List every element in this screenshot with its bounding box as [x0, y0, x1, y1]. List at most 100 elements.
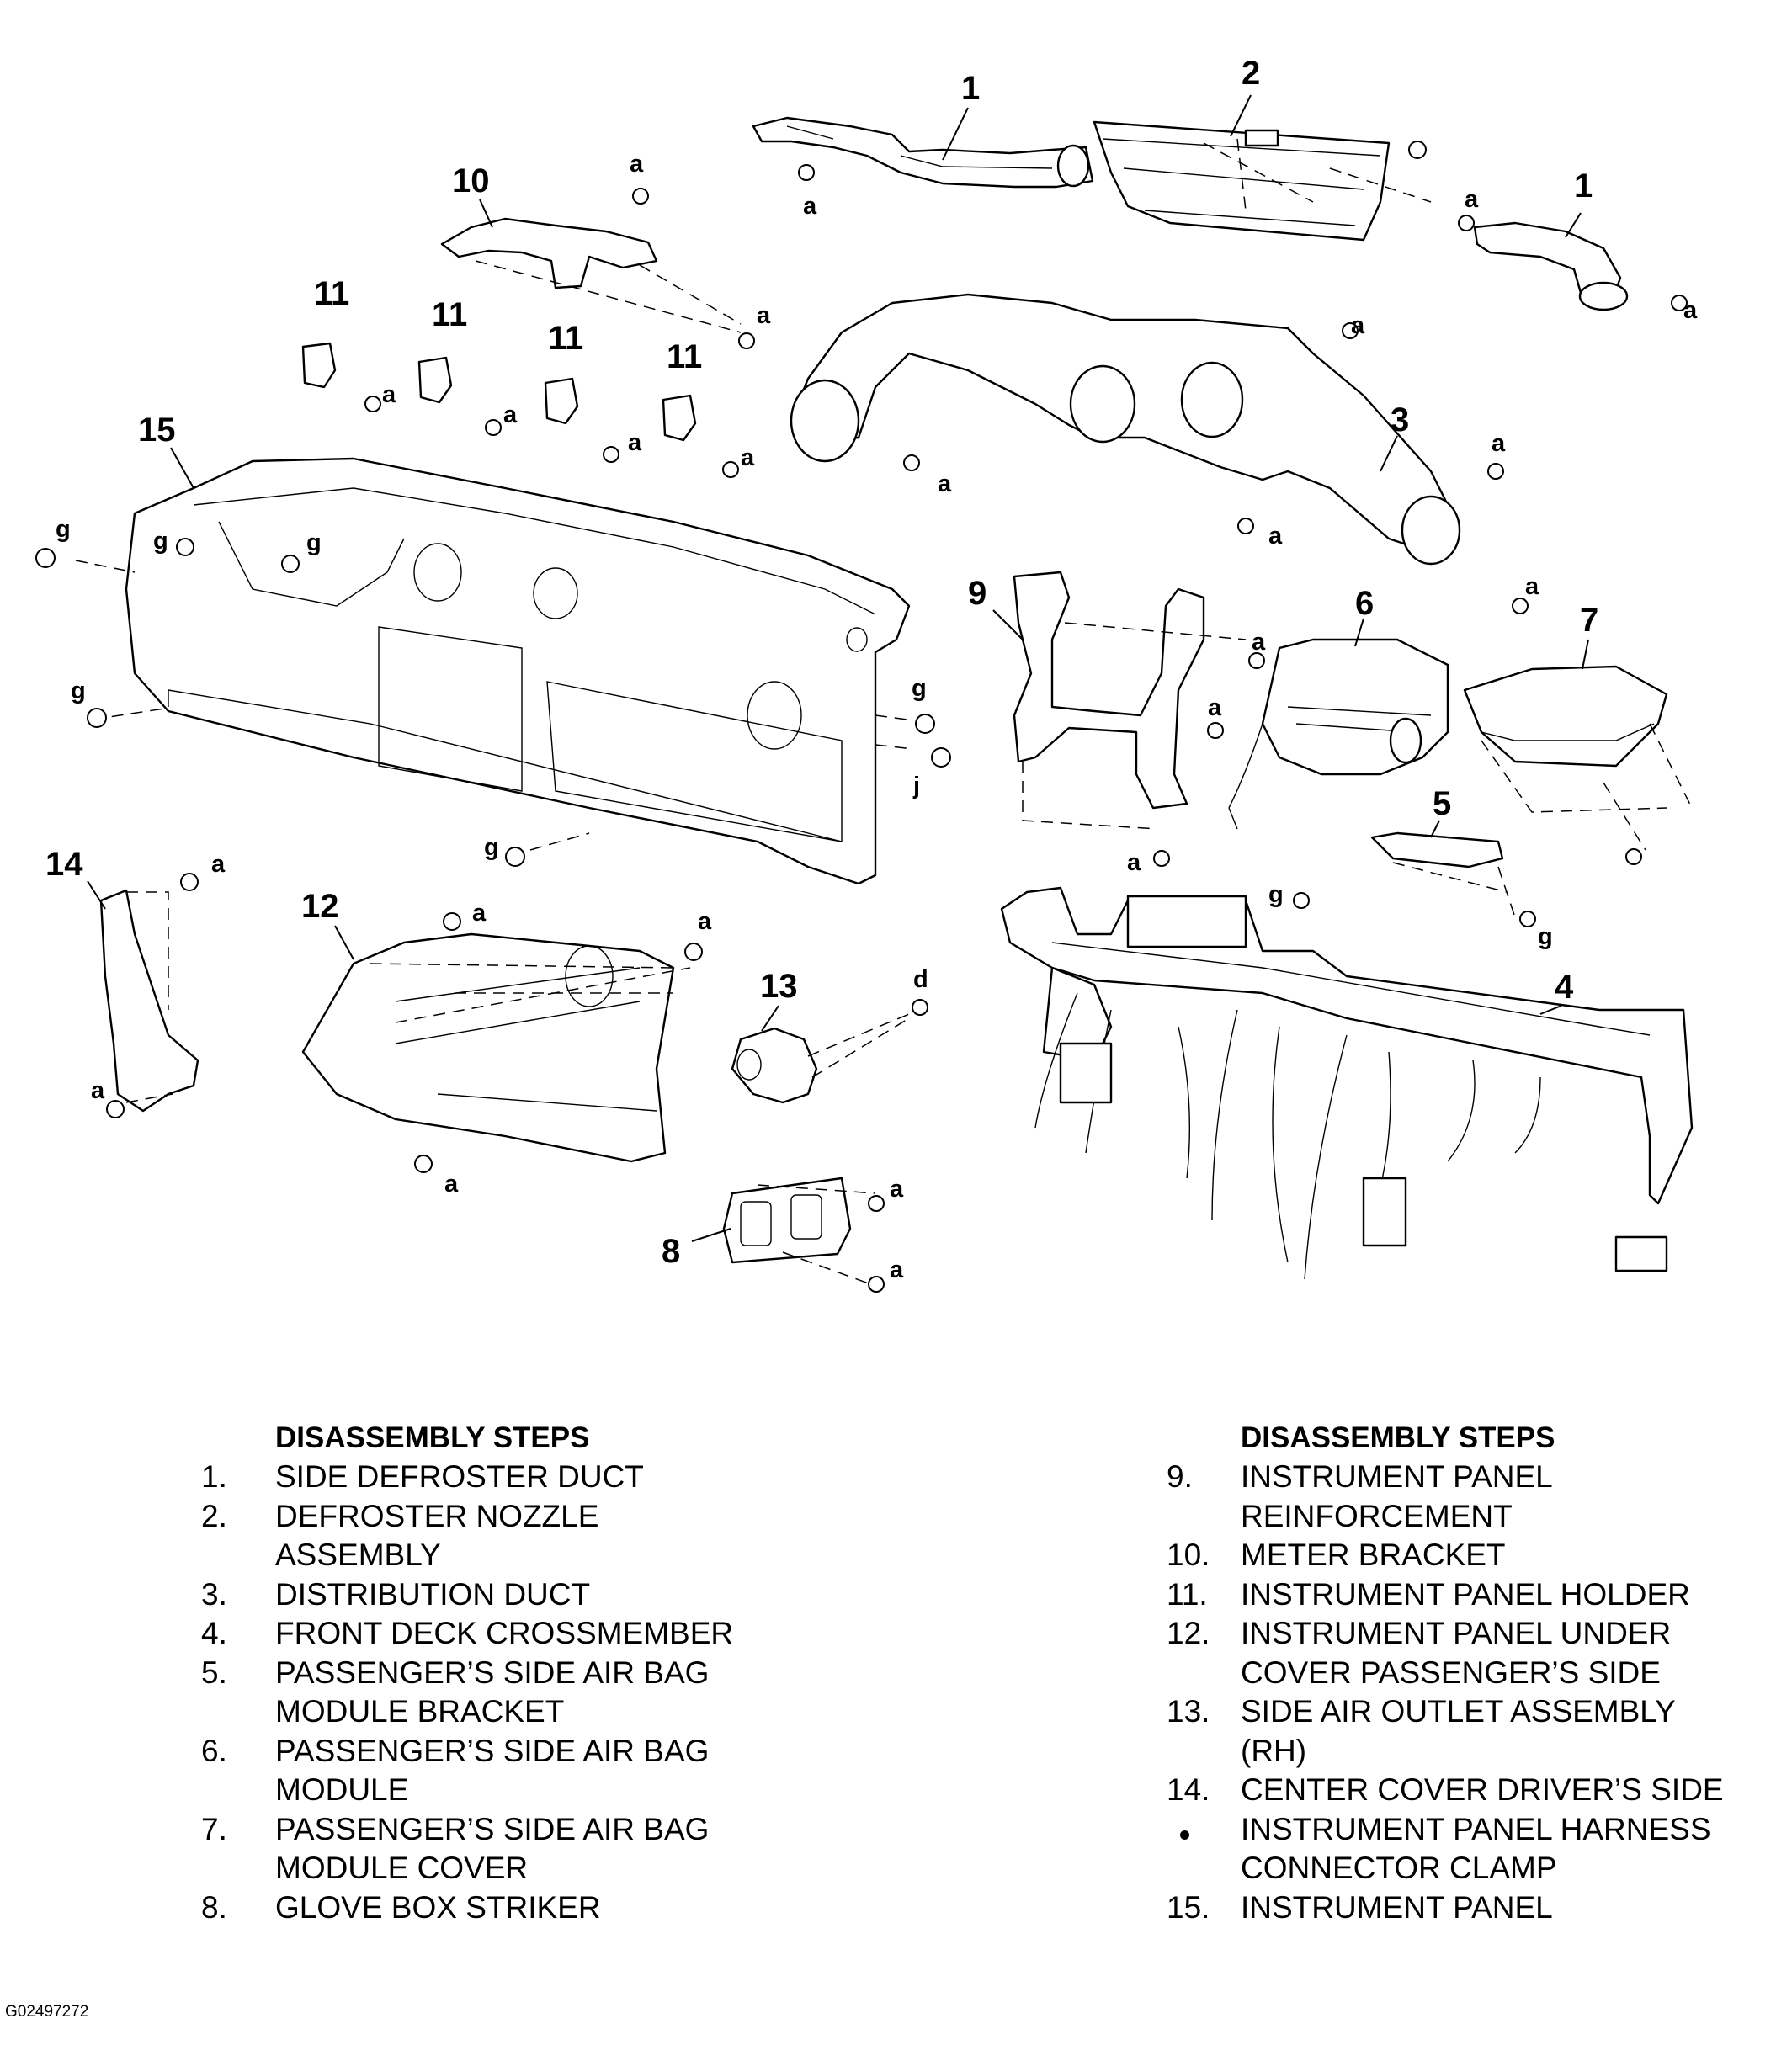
- fastener-label-a: a: [698, 908, 712, 935]
- step-13: 13. SIDE AIR OUTLET ASSEMBLY: [1167, 1694, 1676, 1729]
- fastener-label-a: a: [1268, 523, 1283, 550]
- fastener-label-a: a: [741, 444, 755, 471]
- fastener-label-a: a: [1492, 430, 1506, 457]
- step-6: 6. PASSENGER’S SIDE AIR BAG: [201, 1733, 710, 1768]
- step-7-line-2: MODULE COVER: [275, 1851, 529, 1885]
- fastener-label-a: a: [1351, 312, 1365, 339]
- step-bullet-line-2: CONNECTOR CLAMP: [1241, 1851, 1557, 1885]
- callout-14: 14: [45, 846, 83, 883]
- fastener-label-a: a: [1525, 573, 1539, 600]
- fastener-label-a: a: [628, 429, 642, 456]
- instrument-panel: [75, 457, 914, 885]
- fastener-label-a: a: [1465, 186, 1479, 213]
- glove-box-striker: [722, 1177, 876, 1287]
- step-13-line-2: (RH): [1241, 1733, 1307, 1768]
- step-6-line-2: MODULE: [275, 1772, 409, 1807]
- fastener-label-a: a: [1252, 629, 1266, 656]
- callout-11: 11: [314, 275, 349, 312]
- defroster-nozzle-assembly: [1093, 120, 1432, 242]
- fastener-bolts: [35, 141, 1688, 1293]
- step-4: 4. FRONT DECK CROSSMEMBER: [201, 1616, 734, 1650]
- callout-4: 4: [1555, 969, 1574, 1006]
- legend-heading: DISASSEMBLY STEPS: [1241, 1421, 1555, 1454]
- step-8: 8. GLOVE BOX STRIKER: [201, 1889, 601, 1925]
- callout-5: 5: [1433, 785, 1451, 822]
- fastener-label-a: a: [472, 900, 487, 927]
- step-14: 14. CENTER COVER DRIVER’S SIDE: [1167, 1772, 1724, 1807]
- callout-1: 1: [1574, 167, 1593, 204]
- callout-13: 13: [760, 968, 798, 1005]
- step-15: 15. INSTRUMENT PANEL: [1167, 1889, 1553, 1925]
- fastener-label-g: g: [1538, 923, 1553, 950]
- fastener-labels: a a a a a a a a a a a a a a a a a a a a …: [56, 151, 1698, 1283]
- callout-3: 3: [1391, 401, 1409, 438]
- fastener-label-a: a: [91, 1077, 105, 1104]
- fastener-label-a: a: [890, 1256, 904, 1283]
- step-2-line-2: ASSEMBLY: [275, 1538, 441, 1572]
- callout-10: 10: [452, 162, 490, 199]
- fastener-label-g: g: [71, 677, 86, 704]
- callout-7: 7: [1580, 602, 1598, 639]
- callout-15: 15: [138, 412, 176, 449]
- distribution-duct: [790, 293, 1461, 566]
- step-9: 9. INSTRUMENT PANEL: [1167, 1459, 1553, 1494]
- fastener-label-a: a: [1683, 297, 1698, 324]
- step-10: 10. METER BRACKET: [1167, 1538, 1506, 1572]
- fastener-label-a: a: [938, 470, 952, 497]
- callout-2: 2: [1242, 55, 1260, 92]
- disassembly-steps-left: DISASSEMBLY STEPS 1. SIDE DEFROSTER DUCT…: [201, 1419, 734, 1927]
- side-defroster-duct-right: [1473, 221, 1629, 311]
- fastener-label-g: g: [912, 675, 927, 702]
- fastener-label-a: a: [630, 151, 644, 178]
- air-bag-module-cover: [1463, 665, 1693, 851]
- fastener-label-j: j: [912, 773, 920, 799]
- step-9-line-2: REINFORCEMENT: [1241, 1498, 1513, 1533]
- fastener-label-a: a: [211, 851, 226, 878]
- fastener-label-g: g: [1268, 881, 1284, 908]
- fastener-label-g: g: [306, 529, 322, 556]
- callout-12: 12: [301, 888, 339, 925]
- figure-id: G02497272: [5, 2003, 89, 2021]
- step-12: 12. INSTRUMENT PANEL UNDER: [1167, 1616, 1672, 1650]
- fastener-label-g: g: [56, 516, 71, 543]
- instrument-panel-holders: [301, 342, 697, 442]
- callout-11: 11: [548, 320, 583, 357]
- callout-11: 11: [667, 338, 702, 375]
- fastener-label-a: a: [1208, 694, 1222, 721]
- center-cover-drivers-side: [99, 889, 199, 1113]
- step-11: 11. INSTRUMENT PANEL HOLDER: [1167, 1576, 1690, 1612]
- fastener-label-d: d: [913, 966, 928, 993]
- instrument-panel-under-cover: [301, 932, 691, 1163]
- bullet-icon: [1180, 1830, 1189, 1840]
- callout-11: 11: [432, 296, 467, 333]
- fastener-label-a: a: [757, 302, 771, 329]
- step-5: 5. PASSENGER’S SIDE AIR BAG: [201, 1655, 710, 1690]
- step-3: 3. DISTRIBUTION DUCT: [201, 1576, 591, 1612]
- fastener-label-g: g: [153, 528, 168, 555]
- fastener-label-g: g: [484, 834, 499, 861]
- air-bag-module-bracket: [1370, 831, 1516, 918]
- fastener-label-a: a: [444, 1171, 459, 1198]
- callout-9: 9: [968, 575, 986, 612]
- air-bag-module: [1228, 638, 1449, 830]
- leader-lines: [87, 94, 1589, 1242]
- fastener-label-a: a: [803, 193, 817, 220]
- meter-bracket: [440, 217, 742, 333]
- step-12-line-2: COVER PASSENGER’S SIDE: [1241, 1655, 1661, 1690]
- front-deck-crossmember: [1000, 886, 1694, 1280]
- instrument-panel-reinforcement: [1013, 571, 1247, 830]
- step-bullet: INSTRUMENT PANEL HARNESS: [1180, 1810, 1724, 1850]
- legend-heading: DISASSEMBLY STEPS: [275, 1421, 590, 1454]
- fastener-label-a: a: [1127, 849, 1141, 876]
- step-7: 7. PASSENGER’S SIDE AIR BAG: [201, 1811, 710, 1846]
- side-air-outlet-assembly: [731, 1013, 910, 1104]
- callout-6: 6: [1355, 585, 1374, 622]
- step-5-line-2: MODULE BRACKET: [275, 1694, 565, 1729]
- callout-8: 8: [662, 1233, 680, 1270]
- callout-labels: 1 1 2 3 4 5 6 7 8 9 10 11 11 11 11 12 13…: [45, 55, 1598, 1270]
- exploded-view-diagram: 1 1 2 3 4 5 6 7 8 9 10 11 11 11 11 12 13…: [35, 55, 1698, 1293]
- callout-1: 1: [961, 70, 980, 107]
- fastener-label-a: a: [503, 401, 518, 428]
- step-2: 2. DEFROSTER NOZZLE: [201, 1498, 599, 1533]
- fastener-label-a: a: [382, 381, 396, 408]
